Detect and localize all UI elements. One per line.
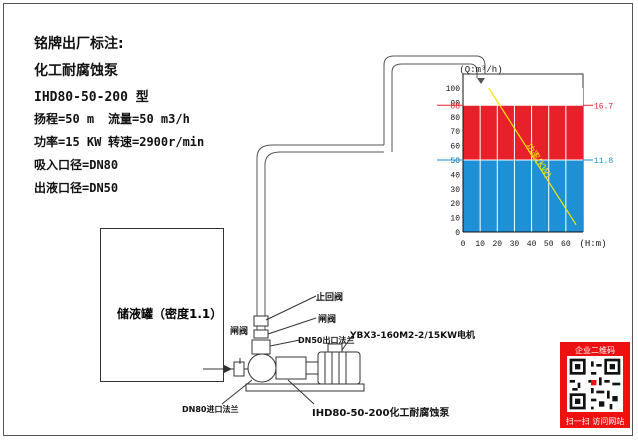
gate-valve-label: 闸阀 [318, 315, 337, 325]
x-tick-label-60: 60 [561, 240, 571, 249]
nameplate-pump-type: 化工耐腐蚀泵 [34, 63, 118, 79]
y-tick-label-60: 60 [450, 143, 460, 152]
marked-left-88: 88 [450, 102, 460, 111]
y-tick-label-0: 0 [455, 229, 460, 238]
inlet-flange-label: DN80进口法兰 [182, 405, 239, 414]
leader-motor [341, 335, 353, 351]
storage-tank: 储液罐（密度1.1） [100, 228, 224, 382]
pump-bearing-frame [275, 356, 307, 380]
outlet-flange-block [251, 339, 271, 355]
x-tick-label-10: 10 [475, 240, 485, 249]
qr-header: 企业二维码 [575, 346, 615, 355]
pump-label: IHD80-50-200化工耐腐蚀泵 [312, 408, 450, 419]
qr-code-icon [567, 356, 623, 412]
leader-pump [287, 379, 315, 405]
base-plate [245, 383, 365, 392]
nameplate-model: IHD80-50-200 型 [34, 90, 149, 105]
y-tick-label-10: 10 [450, 215, 460, 224]
motor-label: YBX3-160M2-2/15KW电机 [350, 331, 476, 341]
outlet-flange-label: DN50出口法兰 [298, 336, 355, 345]
top-pipe-outer [383, 55, 486, 74]
nameplate-inlet: 吸入口径=DN80 [34, 158, 119, 172]
nameplate-outlet: 出液口径=DN50 [34, 181, 119, 195]
y-tick-label-50: 50 [450, 157, 460, 166]
band-1 [463, 105, 583, 160]
x-tick-label-0: 0 [461, 240, 466, 249]
x-tick-label-20: 20 [492, 240, 502, 249]
x-tick-label-50: 50 [544, 240, 554, 249]
band-0 [463, 160, 583, 232]
outer-frame [3, 3, 633, 436]
y-tick-label-100: 100 [446, 85, 461, 94]
leader-outlet-flange [269, 339, 301, 347]
nameplate-head: 扬程=50 m [34, 112, 95, 126]
pipe-elbow-outer [256, 144, 384, 159]
y-tick-label-70: 70 [450, 128, 460, 137]
y-tick-label-80: 80 [450, 114, 460, 123]
tank-label: 储液罐（密度1.1） [117, 307, 223, 321]
nameplate-speed: 转速=2900r/min [108, 135, 205, 149]
gate-valve-suction-label: 闸阀 [230, 327, 249, 337]
y-tick-label-30: 30 [450, 186, 460, 195]
x-tick-label-40: 40 [527, 240, 537, 249]
x-tick-label-30: 30 [510, 240, 520, 249]
leader-check-valve [265, 295, 317, 321]
y-tick-label-40: 40 [450, 171, 460, 180]
pipe-elbow-inner [264, 151, 384, 166]
coupling [305, 361, 319, 375]
marked-right-0: 16.7 [594, 102, 613, 111]
leader-inlet-flange [221, 379, 253, 405]
qr-badge[interactable]: 企业二维码 扫一扫 访问网站 [560, 342, 630, 428]
y-tick-label-90: 90 [450, 99, 460, 108]
check-valve [253, 315, 269, 327]
piping [203, 55, 486, 405]
nameplate-power: 功率=15 KW [34, 135, 102, 149]
y-tick-label-20: 20 [450, 200, 460, 209]
qr-footer: 扫一扫 访问网站 [565, 417, 625, 426]
motor-terminal-box [327, 343, 343, 353]
leader-gate-valve [267, 317, 317, 335]
y-axis-label: (Q:m³/h) [459, 65, 502, 75]
band-2 [463, 88, 583, 106]
marked-right-1: 11.8 [594, 157, 613, 166]
gate-valve-suction [233, 361, 245, 377]
flow-arrow-in [224, 365, 232, 373]
power-line [488, 87, 577, 226]
gate-valve-discharge [253, 329, 269, 339]
check-valve-label: 止回阀 [316, 293, 344, 303]
pump-casing [247, 353, 277, 383]
nameplate-heading: 铭牌出厂标注: [34, 36, 124, 52]
flow-arrow-out [477, 78, 485, 84]
top-pipe-inner [391, 63, 478, 78]
marked-left-50: 50 [450, 157, 460, 166]
x-axis-label: (H:m) [579, 239, 606, 249]
nameplate-flow: 流量=50 m3/h [108, 112, 190, 126]
